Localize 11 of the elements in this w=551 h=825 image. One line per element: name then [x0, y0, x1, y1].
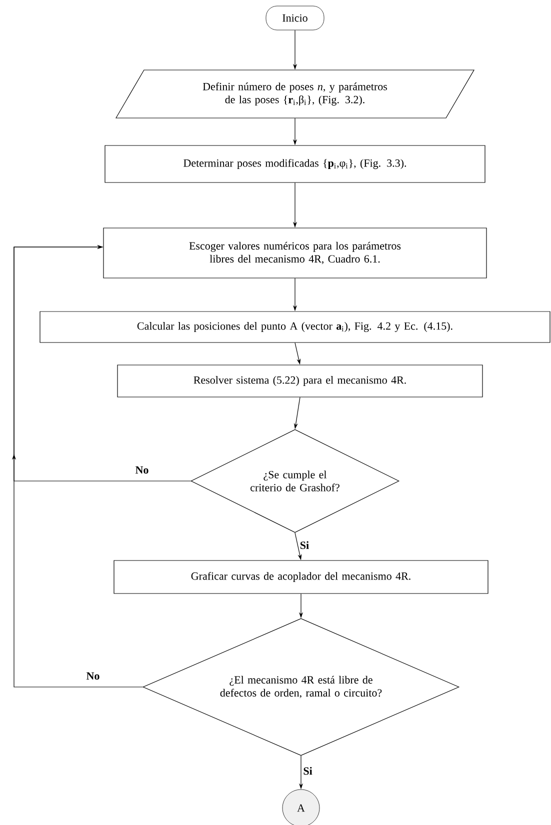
- process-box: Calcular las posiciones del punto A (vector a$_{i}$), Fig. 4.2 y Ec. (4.15).: [40, 311, 550, 343]
- process-box: Graficar curvas de acoplador del mecanismo 4R.: [114, 560, 488, 594]
- edge-label: Si: [304, 767, 312, 775]
- process-box: Escoger valores numéricos para los parámetros libres del mecanismo 4R, Cuadro 6.1.: [103, 228, 487, 278]
- edge-label: No: [86, 672, 100, 680]
- process-box: Determinar poses modificadas {p$_{i}$,φ$_{i}$}, (Fig. 3.3).: [104, 145, 486, 183]
- edge-label: No: [135, 466, 148, 474]
- loop-arrow: [12, 244, 143, 688]
- process-box: Resolver sistema (5.22) para el mecanismo 4R.: [117, 364, 483, 398]
- edge-label: Si: [300, 541, 309, 549]
- start-terminal: Inicio: [266, 6, 324, 30]
